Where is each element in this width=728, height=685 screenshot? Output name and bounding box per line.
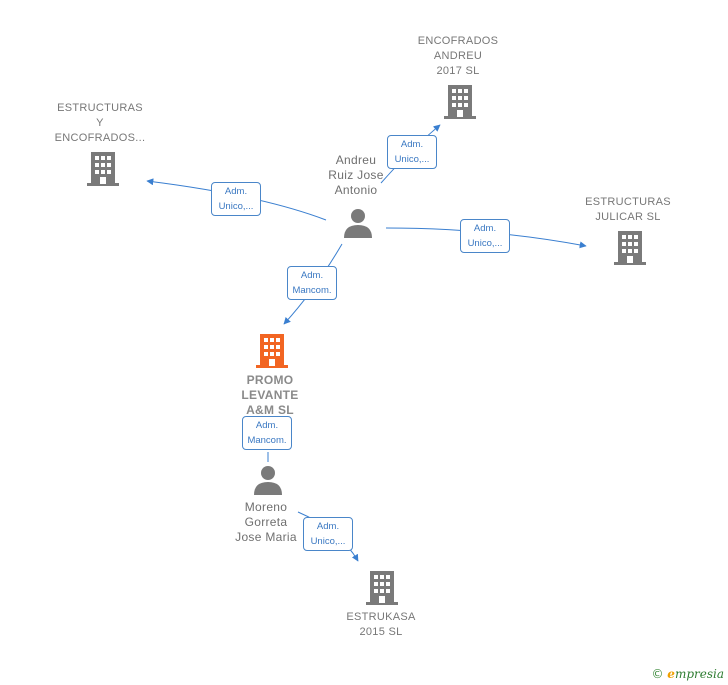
building-icon[interactable]	[366, 571, 398, 605]
company-label-estructuras-julicar[interactable]: ESTRUCTURAS JULICAR SL	[585, 196, 671, 223]
person-icon[interactable]	[253, 465, 283, 495]
company-label-promo-levante[interactable]: PROMO LEVANTE A&M SL	[241, 373, 299, 417]
building-icon[interactable]	[256, 334, 288, 368]
person-icon[interactable]	[343, 208, 373, 238]
person-label-moreno-gorreta[interactable]: Moreno Gorreta Jose Maria	[235, 500, 297, 544]
edge-label-to-estructuras-julicar[interactable]: Adm. Unico,...	[460, 219, 510, 253]
edge-label-to-estructuras-encofrados[interactable]: Adm. Unico,...	[211, 182, 261, 216]
building-icon[interactable]	[87, 152, 119, 186]
brand-name: mpresia	[674, 667, 724, 681]
edge-label-to-encofrados-andreu[interactable]: Adm. Unico,...	[387, 135, 437, 169]
person-label-andreu-ruiz[interactable]: Andreu Ruiz Jose Antonio	[328, 153, 384, 197]
edge-label-to-estrukasa[interactable]: Adm. Unico,...	[303, 517, 353, 551]
building-icon[interactable]	[614, 231, 646, 265]
copyright-symbol: ©	[651, 667, 664, 681]
empresia-logo: © empresia	[651, 667, 724, 681]
company-label-encofrados-andreu[interactable]: ENCOFRADOS ANDREU 2017 SL	[417, 35, 499, 77]
edge-label-andreu-to-promo[interactable]: Adm. Mancom.	[287, 266, 337, 300]
building-icon[interactable]	[444, 85, 476, 119]
brand-initial: e	[667, 667, 675, 681]
company-label-estructuras-encofrados[interactable]: ESTRUCTURAS Y ENCOFRADOS...	[54, 102, 146, 144]
company-label-estrukasa[interactable]: ESTRUKASA 2015 SL	[346, 611, 416, 638]
edge-label-moreno-to-promo[interactable]: Adm. Mancom.	[242, 416, 292, 450]
